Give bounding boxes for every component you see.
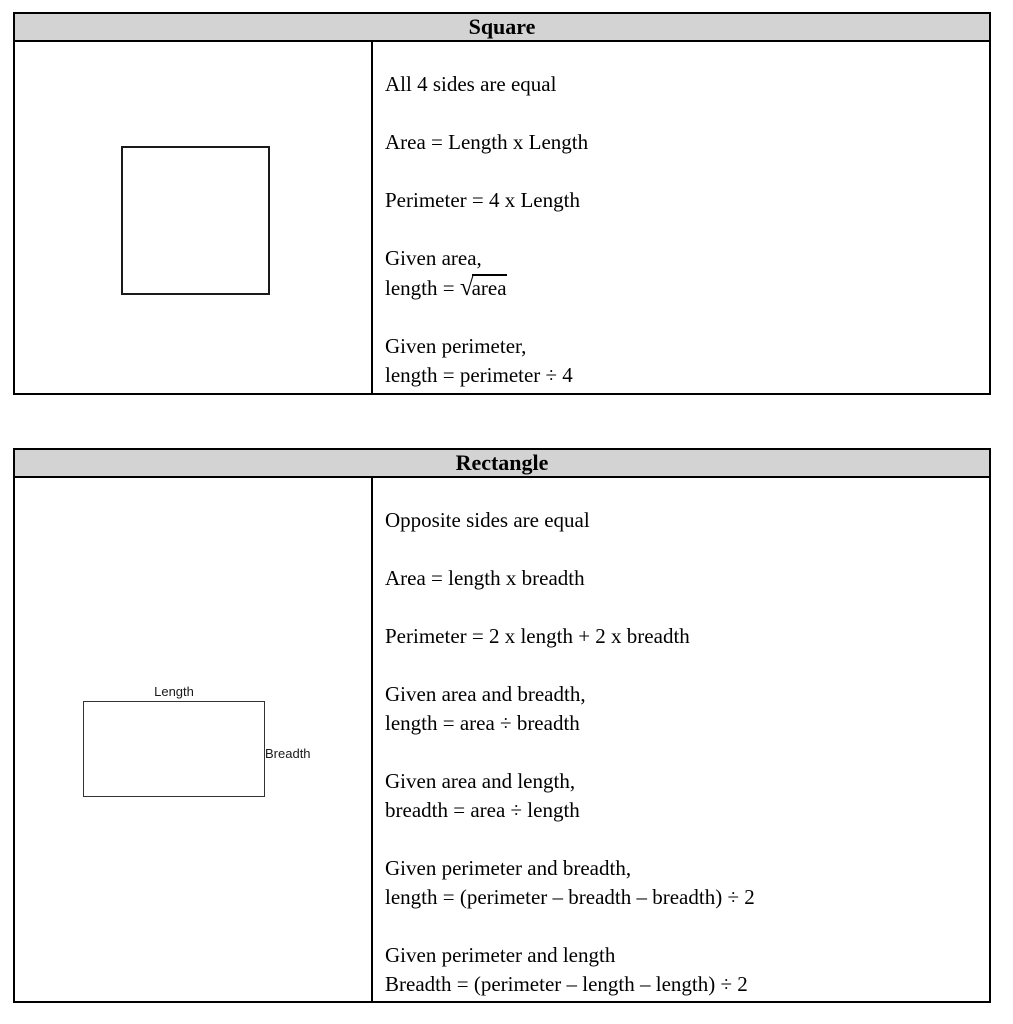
fact-line: length = (perimeter – breadth – breadth)… <box>385 885 755 909</box>
square-fact-area: Area = Length x Length <box>385 128 973 157</box>
rectangle-fact-given-area-breadth: Given area and breadth, length = area ÷ … <box>385 680 973 738</box>
sqrt-prefix: length = <box>385 276 460 300</box>
length-label: Length <box>154 684 194 699</box>
fact-line: Given area, <box>385 246 482 270</box>
fact-line: Area = length x breadth <box>385 566 585 590</box>
rectangle-fact-given-perimeter-length: Given perimeter and length Breadth = (pe… <box>385 941 973 999</box>
fact-line: Given perimeter and length <box>385 943 616 967</box>
square-table: Square All 4 sides are equal Area = Leng… <box>13 12 991 395</box>
square-fact-given-area: Given area, length = √area <box>385 244 973 303</box>
radical-sign: √ <box>459 274 474 301</box>
rectangle-fact-given-perimeter-breadth: Given perimeter and breadth, length = (p… <box>385 854 973 912</box>
rectangle-table: Rectangle Length Breadth Opposite sides … <box>13 448 991 1003</box>
square-fact-sides: All 4 sides are equal <box>385 70 973 99</box>
rectangle-shape <box>83 701 265 797</box>
square-fact-perimeter: Perimeter = 4 x Length <box>385 186 973 215</box>
square-formula-cell: All 4 sides are equal Area = Length x Le… <box>373 42 989 393</box>
square-shape <box>121 146 270 295</box>
breadth-label: Breadth <box>265 746 311 761</box>
fact-line: Perimeter = 4 x Length <box>385 188 580 212</box>
fact-line: Breadth = (perimeter – length – length) … <box>385 972 748 996</box>
square-table-title: Square <box>15 14 989 42</box>
rectangle-table-body: Length Breadth Opposite sides are equal … <box>15 478 989 1001</box>
rectangle-table-title: Rectangle <box>15 450 989 478</box>
fact-line: length = perimeter ÷ 4 <box>385 363 573 387</box>
rectangle-fact-area: Area = length x breadth <box>385 564 973 593</box>
fact-line: All 4 sides are equal <box>385 72 557 96</box>
fact-line: Area = Length x Length <box>385 130 589 154</box>
rectangle-fact-sides: Opposite sides are equal <box>385 506 973 535</box>
fact-line: Given perimeter and breadth, <box>385 856 632 880</box>
radicand: area <box>471 274 507 300</box>
square-fact-given-perimeter: Given perimeter, length = perimeter ÷ 4 <box>385 332 973 390</box>
rectangle-formula-cell: Opposite sides are equal Area = length x… <box>373 478 989 1001</box>
fact-line: Given area and length, <box>385 769 576 793</box>
fact-line: Opposite sides are equal <box>385 508 590 532</box>
square-diagram-cell <box>15 42 373 393</box>
fact-line: Given perimeter, <box>385 334 527 358</box>
rectangle-fact-given-area-length: Given area and length, breadth = area ÷ … <box>385 767 973 825</box>
square-table-body: All 4 sides are equal Area = Length x Le… <box>15 42 989 393</box>
fact-line: Given area and breadth, <box>385 682 586 706</box>
fact-line: breadth = area ÷ length <box>385 798 580 822</box>
fact-line: Perimeter = 2 x length + 2 x breadth <box>385 624 690 648</box>
rectangle-diagram-cell: Length Breadth <box>15 478 373 1001</box>
rectangle-fact-perimeter: Perimeter = 2 x length + 2 x breadth <box>385 622 973 651</box>
sqrt-formula-line: length = √area <box>385 273 973 303</box>
fact-line: length = area ÷ breadth <box>385 711 580 735</box>
